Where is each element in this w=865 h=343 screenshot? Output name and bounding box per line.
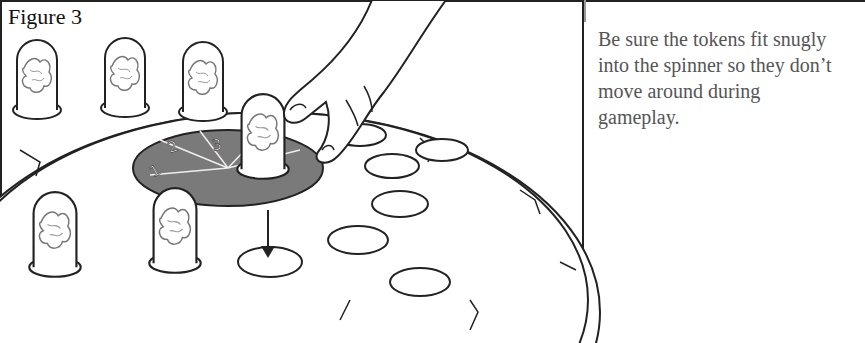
illustration-part — [149, 188, 200, 273]
spinner-tray — [0, 112, 600, 343]
figure-title: Figure 3 — [8, 4, 82, 30]
illustration-part — [0, 112, 588, 343]
illustration-part — [390, 268, 450, 296]
caption-text: Be sure the tokens fit snugly into the s… — [598, 26, 833, 130]
illustration-part — [416, 139, 468, 161]
illustration-part — [238, 247, 302, 277]
illustration-part — [328, 226, 388, 254]
seated-tokens — [13, 38, 227, 277]
illustration-part — [261, 246, 275, 258]
hand — [284, 0, 446, 163]
held-token — [237, 94, 288, 179]
illustration-part — [29, 192, 80, 277]
illustration-part — [584, 0, 586, 22]
illustration-part — [0, 112, 600, 343]
illustration-part — [13, 40, 61, 119]
illustration-part — [237, 94, 288, 179]
illustration-part — [372, 191, 428, 217]
illustration-part — [101, 38, 149, 117]
illustration-part — [179, 42, 227, 121]
illustration-part — [284, 0, 446, 163]
insert-arrow — [261, 210, 275, 258]
illustration-part — [365, 154, 419, 178]
illustration-part — [290, 86, 372, 150]
